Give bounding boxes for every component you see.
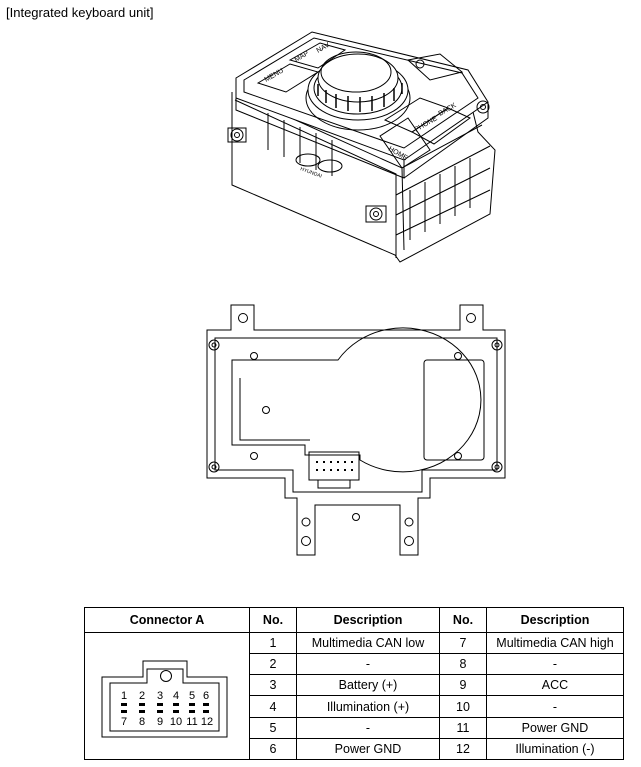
pin-description-cell: - [296, 653, 440, 676]
pin-label: 6 [203, 690, 209, 702]
connector-pinout-table: Connector A No. Description No. Descript… [84, 607, 624, 761]
table-row: 6 Power GND 12 Illumination (-) [85, 737, 624, 761]
pin-no-cell: 8 [439, 653, 487, 676]
pin-label: 7 [121, 716, 127, 728]
pin-label: 4 [173, 690, 179, 702]
pin-description-cell: Illumination (+) [296, 695, 440, 718]
table-header-row: Connector A No. Description No. Descript… [84, 607, 624, 633]
keyboard-unit-drawing [206, 31, 506, 556]
header-connector: Connector A [84, 607, 250, 633]
pin-description-cell: - [296, 716, 440, 739]
pin-label: 5 [189, 690, 195, 702]
pin-label: 10 [170, 716, 182, 728]
unit-perspective-view [227, 31, 496, 263]
pin-label: 9 [157, 716, 163, 728]
pin-no-cell: 6 [249, 737, 297, 761]
pin-description-cell: - [486, 653, 624, 676]
pin-description-cell: Multimedia CAN high [486, 631, 624, 655]
header-no-2: No. [439, 607, 487, 633]
connector-a-drawing: 1 2 3 4 5 6 7 8 9 10 11 12 [101, 660, 228, 738]
pin-description-cell: Multimedia CAN low [296, 631, 440, 655]
pin-label: 3 [157, 690, 163, 702]
pin-description-cell: Battery (+) [296, 674, 440, 697]
pin-no-cell: 9 [439, 674, 487, 697]
pin-no-cell: 7 [439, 631, 487, 655]
pin-label: 1 [121, 690, 127, 702]
pin-label: 12 [201, 716, 213, 728]
table-row: 5 - 11 Power GND [85, 716, 624, 739]
pin-description-cell: - [486, 695, 624, 718]
pin-label: 11 [186, 716, 197, 728]
header-no-1: No. [249, 607, 297, 633]
pin-no-cell: 10 [439, 695, 487, 718]
header-description-2: Description [486, 607, 624, 633]
pin-label: 8 [139, 716, 145, 728]
table-row: 1 2 3 4 5 6 7 8 9 10 11 12 1 Multimedia … [84, 631, 624, 760]
unit-bottom-view [206, 304, 506, 556]
header-description-1: Description [296, 607, 440, 633]
pin-label: 2 [139, 690, 145, 702]
pin-no-cell: 12 [439, 737, 487, 761]
pin-no-cell: 3 [249, 674, 297, 697]
diagram-title: [Integrated keyboard unit] [6, 5, 154, 20]
pin-no-cell: 5 [249, 716, 297, 739]
pin-description-cell: ACC [486, 674, 624, 697]
table-row: 3 Battery (+) 9 ACC [85, 674, 624, 697]
pin-no-cell: 1 [249, 631, 297, 655]
pin-description-cell: Illumination (-) [486, 737, 624, 761]
pin-description-cell: Power GND [296, 737, 440, 761]
pin-no-cell: 4 [249, 695, 297, 718]
pin-no-cell: 2 [249, 653, 297, 676]
pin-no-cell: 11 [439, 716, 487, 739]
connector-a-diagram: 1 2 3 4 5 6 7 8 9 10 11 12 [84, 632, 250, 760]
pin-description-cell: Power GND [486, 716, 624, 739]
